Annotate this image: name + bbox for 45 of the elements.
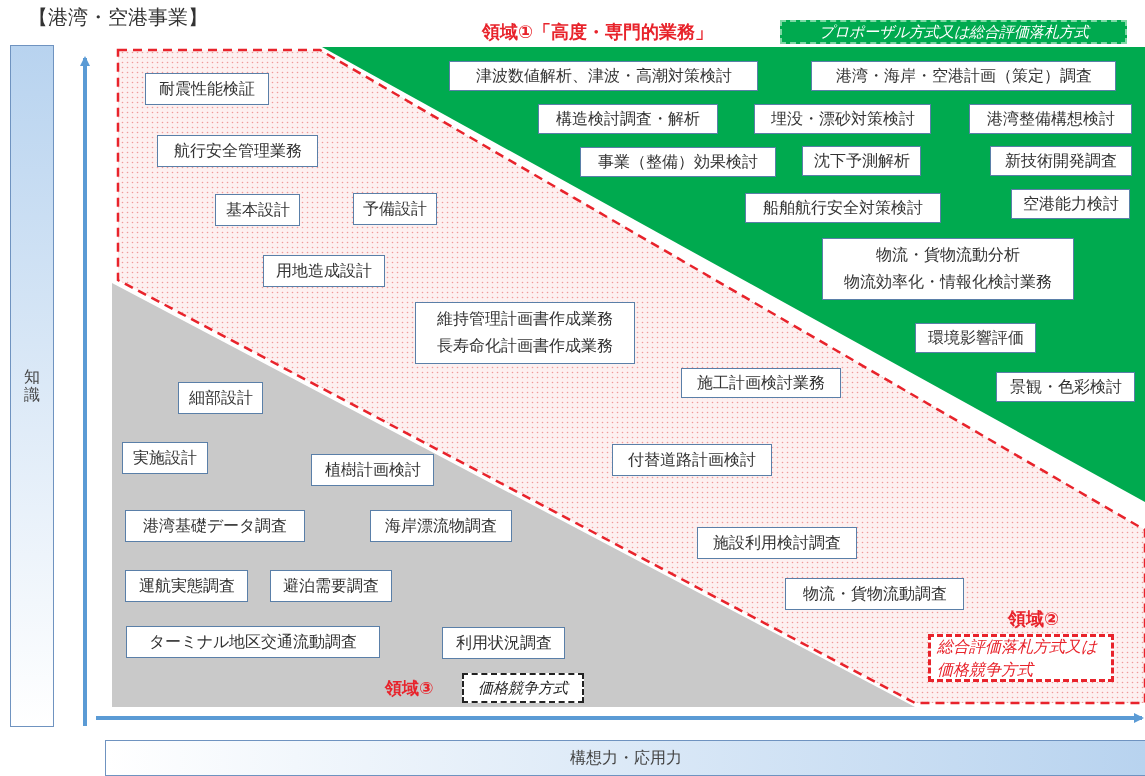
task-box: 環境影響評価 bbox=[915, 323, 1036, 353]
task-box: 船舶航行安全対策検討 bbox=[745, 193, 941, 223]
task-box bbox=[415, 302, 635, 364]
axis-label-bar: 構想力・応用力 bbox=[105, 740, 1145, 776]
method-tag: プロポーザル方式又は総合評価落札方式 bbox=[780, 20, 1127, 44]
page-title: 【港湾・空港事業】 bbox=[28, 4, 208, 31]
box-text-line: 維持管理計画書作成業務 bbox=[437, 309, 613, 330]
task-box: 新技術開発調査 bbox=[990, 146, 1132, 176]
zone-heading: 領域③ bbox=[385, 677, 434, 700]
zone-heading: 領域② bbox=[1008, 607, 1060, 631]
task-box: 埋没・漂砂対策検討 bbox=[754, 104, 931, 134]
task-box: 利用状況調査 bbox=[442, 627, 565, 659]
task-box: 細部設計 bbox=[178, 382, 263, 414]
task-box: 空港能力検討 bbox=[1011, 189, 1130, 219]
method-tag: 総合評価落札方式又は価格競争方式 bbox=[928, 634, 1114, 682]
task-box: 運航実態調査 bbox=[125, 570, 248, 602]
task-box: 津波数値解析、津波・高潮対策検討 bbox=[449, 61, 758, 91]
task-box: 事業（整備）効果検討 bbox=[580, 147, 776, 177]
task-box: 避泊需要調査 bbox=[270, 570, 392, 602]
axis-label-bar: 知識 bbox=[10, 45, 54, 727]
box-text-line: 長寿命化計画書作成業務 bbox=[437, 336, 613, 357]
task-box: 港湾基礎データ調査 bbox=[125, 510, 305, 542]
task-box: 施設利用検討調査 bbox=[697, 527, 857, 559]
task-box: 施工計画検討業務 bbox=[681, 368, 841, 398]
task-box: 実施設計 bbox=[122, 442, 208, 474]
task-box: 沈下予測解析 bbox=[802, 146, 921, 176]
task-box bbox=[822, 238, 1074, 300]
box-text-line: 物流効率化・情報化検討業務 bbox=[844, 272, 1052, 293]
task-box: 物流・貨物流動調査 bbox=[785, 578, 964, 610]
task-box: 植樹計画検討 bbox=[311, 454, 434, 486]
task-box: 海岸漂流物調査 bbox=[370, 510, 512, 542]
zone-heading: 領域①「高度・専門的業務」 bbox=[482, 20, 714, 44]
task-box: 航行安全管理業務 bbox=[157, 135, 318, 167]
task-box: 付替道路計画検討 bbox=[612, 444, 772, 476]
task-box: 景観・色彩検討 bbox=[996, 372, 1135, 402]
task-box: 構造検討調査・解析 bbox=[538, 104, 718, 134]
task-box: 予備設計 bbox=[353, 193, 437, 225]
task-box: 港湾・海岸・空港計画（策定）調査 bbox=[811, 61, 1116, 91]
task-box: 港湾整備構想検討 bbox=[969, 104, 1132, 134]
method-tag: 価格競争方式 bbox=[462, 673, 584, 703]
task-box: 耐震性能検証 bbox=[145, 73, 269, 105]
task-box: 基本設計 bbox=[215, 194, 300, 226]
task-box: ターミナル地区交通流動調査 bbox=[126, 626, 380, 658]
task-box: 用地造成設計 bbox=[263, 255, 385, 287]
box-text-line: 物流・貨物流動分析 bbox=[876, 245, 1020, 266]
